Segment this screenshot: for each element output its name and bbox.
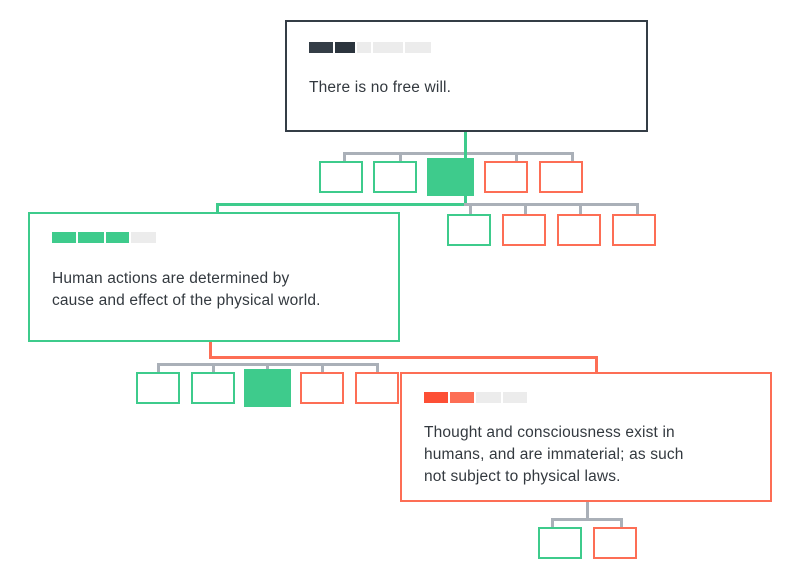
node-placeholder[interactable] [191, 372, 235, 404]
connector-row1-rail [343, 152, 573, 155]
node-placeholder-selected[interactable] [244, 369, 291, 407]
connector-row1-stem [571, 152, 574, 162]
meter-segment-empty [405, 42, 431, 53]
meter-segment-empty [131, 232, 156, 243]
node-placeholder[interactable] [539, 161, 583, 193]
connector-row4-rail [551, 518, 623, 521]
connector-root-to-row1 [464, 132, 467, 161]
node-placeholder[interactable] [612, 214, 656, 246]
connector-row1-stem [515, 152, 518, 162]
meter-segment-empty [503, 392, 527, 403]
root-score-meter [309, 42, 431, 53]
root-claim-text: There is no free will. [309, 79, 452, 96]
connector-row1-stem-active [464, 152, 467, 162]
connector-selected-to-pro-stem [464, 196, 467, 206]
meter-segment-filled [52, 232, 76, 243]
connector-row2-stem [524, 203, 527, 215]
node-placeholder[interactable] [557, 214, 601, 246]
pro-score-meter [52, 232, 156, 243]
pro-argument-text: Human actions are determined by cause an… [52, 270, 321, 309]
connector-row2-stem [636, 203, 639, 215]
connector-row2-rail [464, 203, 639, 206]
card-con-argument[interactable]: Thought and consciousness exist in human… [400, 372, 772, 502]
meter-segment-filled [106, 232, 129, 243]
node-placeholder[interactable] [319, 161, 363, 193]
card-root-claim[interactable]: There is no free will. [285, 20, 648, 132]
meter-segment-filled [309, 42, 333, 53]
connector-row1-stem [343, 152, 346, 162]
connector-row3-stem [321, 363, 324, 373]
connector-con-to-row4-stem [586, 502, 589, 520]
meter-segment-filled [450, 392, 474, 403]
meter-segment-empty [357, 42, 371, 53]
connector-row3-stem [157, 363, 160, 373]
connector-row4-stem [620, 518, 623, 528]
node-placeholder-selected[interactable] [427, 158, 474, 196]
connector-selected-to-pro-rail [216, 203, 467, 206]
connector-row3-stem [212, 363, 215, 373]
node-placeholder[interactable] [593, 527, 637, 559]
node-placeholder[interactable] [502, 214, 546, 246]
node-placeholder[interactable] [136, 372, 180, 404]
meter-segment-empty [476, 392, 501, 403]
connector-pro-drop [216, 203, 219, 213]
connector-row2-stem [469, 203, 472, 215]
connector-row1-stem [399, 152, 402, 162]
con-score-meter [424, 392, 527, 403]
node-placeholder[interactable] [538, 527, 582, 559]
meter-segment-filled [424, 392, 448, 403]
node-placeholder[interactable] [447, 214, 491, 246]
meter-segment-filled [78, 232, 104, 243]
meter-segment-empty [373, 42, 403, 53]
connector-pro-to-con-stem [209, 342, 212, 359]
connector-row4-stem [551, 518, 554, 528]
connector-row2-stem [579, 203, 582, 215]
meter-segment-filled [335, 42, 355, 53]
connector-row3-stem [266, 363, 269, 373]
node-placeholder[interactable] [484, 161, 528, 193]
node-placeholder[interactable] [373, 161, 417, 193]
node-placeholder[interactable] [355, 372, 399, 404]
connector-con-drop [595, 356, 598, 373]
connector-row3-stem [376, 363, 379, 373]
node-placeholder[interactable] [300, 372, 344, 404]
con-argument-text: Thought and consciousness exist in human… [424, 424, 684, 485]
card-pro-argument[interactable]: Human actions are determined by cause an… [28, 212, 400, 342]
connector-pro-to-con-rail [209, 356, 598, 359]
